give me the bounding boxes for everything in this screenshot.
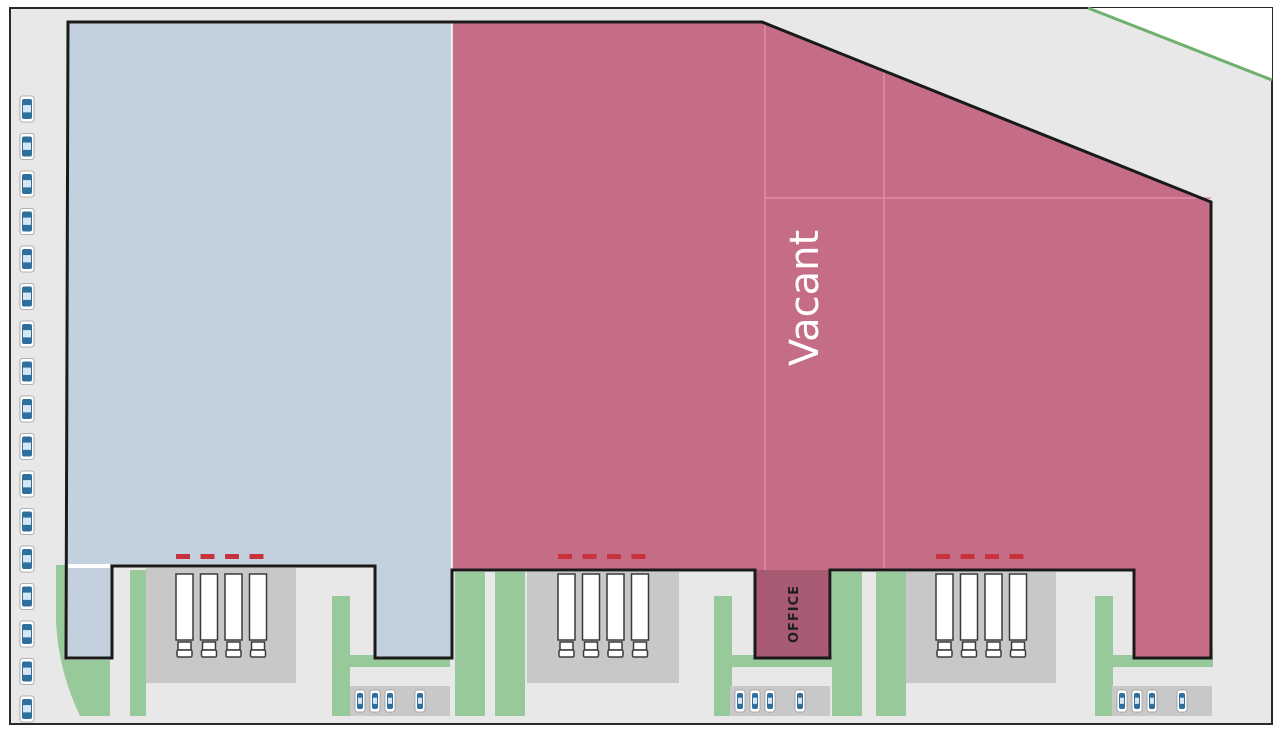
car-icon (19, 470, 35, 498)
car-icon (19, 358, 35, 385)
truck-icon (630, 573, 650, 658)
truck-icon (1008, 573, 1028, 658)
truck-icon (248, 573, 268, 658)
dock-door-marker (249, 554, 264, 559)
office-block (755, 570, 830, 658)
dock-door-marker (176, 554, 190, 559)
truck-icon (959, 573, 979, 658)
landscape-strip (832, 572, 862, 716)
car-icon (19, 170, 35, 198)
car-icon (19, 433, 35, 460)
landscape-strip (714, 596, 732, 716)
dock-door-marker (936, 554, 950, 559)
car-icon (19, 320, 35, 348)
interior-partitions (764, 24, 1211, 570)
car-icon (19, 208, 35, 235)
car-icon (1116, 689, 1128, 713)
office-label: OFFICE (787, 585, 802, 643)
car-icon (19, 508, 35, 535)
parking-pads (350, 686, 1212, 716)
dock-door-marker (225, 554, 239, 559)
car-icon (19, 620, 35, 648)
car-icon (19, 283, 35, 310)
landscape-strip (495, 572, 525, 716)
landscape-strip (56, 565, 110, 716)
car-icon (19, 545, 35, 573)
dock-door-marker (985, 554, 999, 559)
truck-icon (557, 573, 576, 658)
truck-icon (175, 573, 194, 658)
dock-yard (146, 568, 296, 683)
truck-icon (199, 573, 219, 658)
landscape-strip (130, 570, 146, 716)
building-outline (64, 20, 1213, 660)
dock-door-marker (960, 554, 975, 559)
car-icon (19, 95, 35, 123)
truck-icon (935, 573, 954, 658)
dock-door-marker (1009, 554, 1024, 559)
parking-pad (730, 686, 830, 716)
car-icon (1146, 689, 1158, 713)
dock-yard (527, 572, 679, 683)
car-icon (764, 689, 776, 713)
car-icon (414, 689, 426, 713)
truck-icon (984, 573, 1003, 658)
car-icon (1176, 689, 1188, 713)
car-icon (354, 689, 366, 713)
dock-door-marker (200, 554, 215, 559)
dock-door-marker (631, 554, 646, 559)
dock-yard (906, 572, 1056, 683)
markers-layer (19, 95, 1188, 723)
dock-door-marker (582, 554, 597, 559)
landscape-strip (332, 596, 350, 716)
parking-pad (1112, 686, 1212, 716)
car-icon (19, 133, 35, 160)
truck-icon (224, 573, 243, 658)
car-icon (734, 689, 746, 713)
car-icon (19, 245, 35, 273)
vacant-unit (452, 22, 1211, 658)
dock-door-marker (607, 554, 621, 559)
landscaping (56, 565, 1213, 716)
car-icon (369, 689, 381, 713)
dock-door-marker (558, 554, 572, 559)
car-icon (19, 695, 35, 723)
landscape-strip (455, 572, 485, 716)
occupied-unit (66, 22, 452, 658)
car-icon (19, 658, 35, 685)
truck-icon (606, 573, 625, 658)
car-icon (749, 689, 761, 713)
car-icon (19, 583, 35, 610)
car-icon (1131, 689, 1143, 713)
car-icon (384, 689, 396, 713)
landscape-strip (1095, 596, 1113, 716)
parking-pad (350, 686, 450, 716)
road-edge (1087, 6, 1273, 82)
car-icon (794, 689, 806, 713)
truck-icon (581, 573, 601, 658)
landscape-strip (876, 572, 906, 716)
vacant-label: Vacant (782, 230, 828, 366)
dock-yards (146, 568, 1056, 683)
car-icon (19, 395, 35, 423)
